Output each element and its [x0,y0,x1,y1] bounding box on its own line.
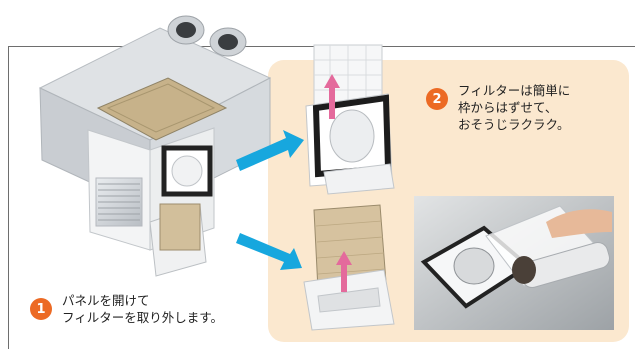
arrow-to-top-filter [236,130,304,171]
step-2-badge: 2 [426,88,448,110]
step-1-badge: 1 [30,298,52,320]
upper-filter-assembly [305,44,395,195]
arrow-to-bottom-filter [236,233,302,270]
step-1-line-1: パネルを開けて [62,293,150,308]
step-2-line-3: おそうじラクラク。 [458,117,570,132]
lower-filter-small [149,203,207,277]
step-2-line-2: 枠からはずせて、 [458,100,558,115]
lower-filter-assembly [303,204,395,331]
step-2-line-1: フィルターは簡単に [458,83,571,98]
frame-left-line [8,46,9,349]
cleaning-photo [414,196,614,330]
step-1-instruction: 1 パネルを開けて フィルターを取り外します。 [30,292,223,326]
step-1-line-2: フィルターを取り外します。 [62,310,224,325]
step-2-instruction: 2 フィルターは簡単に 枠からはずせて、 おそうじラクラク。 [426,82,570,133]
